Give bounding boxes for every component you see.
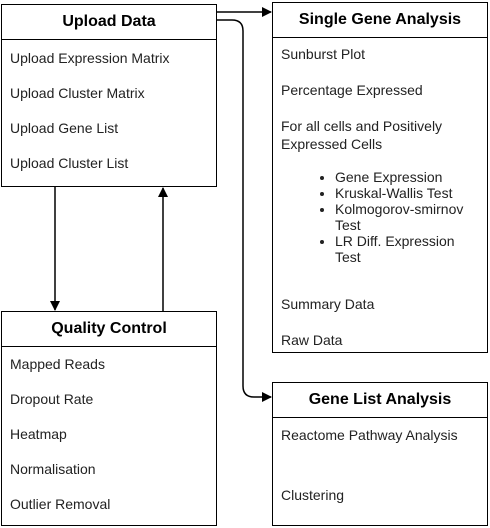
upload-data-title: Upload Data <box>2 5 216 40</box>
gene-list-analysis-title: Gene List Analysis <box>273 383 487 418</box>
gene-expression-bullet: Gene Expression <box>335 169 483 185</box>
gene-list-analysis-box: Gene List Analysis Reactome Pathway Anal… <box>272 382 488 526</box>
upload-expression-matrix-item: Upload Expression Matrix <box>10 50 170 66</box>
upload-data-box: Upload Data Upload Expression Matrix Upl… <box>1 4 217 187</box>
upload-cluster-matrix-item: Upload Cluster Matrix <box>10 85 145 101</box>
outlier-removal-item: Outlier Removal <box>10 496 111 512</box>
upload-cluster-list-item: Upload Cluster List <box>10 155 129 171</box>
quality-control-title: Quality Control <box>2 312 216 347</box>
percentage-expressed-item: Percentage Expressed <box>281 82 423 98</box>
statistics-bullet-list: Gene Expression Kruskal-Wallis Test Kolm… <box>280 169 483 265</box>
raw-data-item: Raw Data <box>281 332 343 348</box>
single-gene-analysis-box: Single Gene Analysis Sunburst Plot Perce… <box>272 2 488 353</box>
mapped-reads-item: Mapped Reads <box>10 356 105 372</box>
quality-control-box: Quality Control Mapped Reads Dropout Rat… <box>1 311 217 526</box>
heatmap-item: Heatmap <box>10 426 67 442</box>
single-gene-analysis-title: Single Gene Analysis <box>273 3 487 38</box>
upload-to-gene-list-arrow <box>217 19 272 402</box>
lr-diff-expression-bullet: LR Diff. Expression Test <box>335 233 483 265</box>
upload-gene-list-item: Upload Gene List <box>10 120 119 136</box>
kruskal-wallis-bullet: Kruskal-Wallis Test <box>335 185 483 201</box>
dropout-rate-item: Dropout Rate <box>10 391 94 407</box>
all-cells-item: For all cells and Positively Expressed C… <box>281 118 443 152</box>
summary-data-item: Summary Data <box>281 296 375 312</box>
reactome-pathway-item: Reactome Pathway Analysis <box>281 427 458 443</box>
normalisation-item: Normalisation <box>10 461 96 477</box>
clustering-item: Clustering <box>281 487 345 503</box>
sunburst-plot-item: Sunburst Plot <box>281 46 366 62</box>
kolmogorov-smirnov-bullet: Kolmogorov-smirnov Test <box>335 201 483 233</box>
